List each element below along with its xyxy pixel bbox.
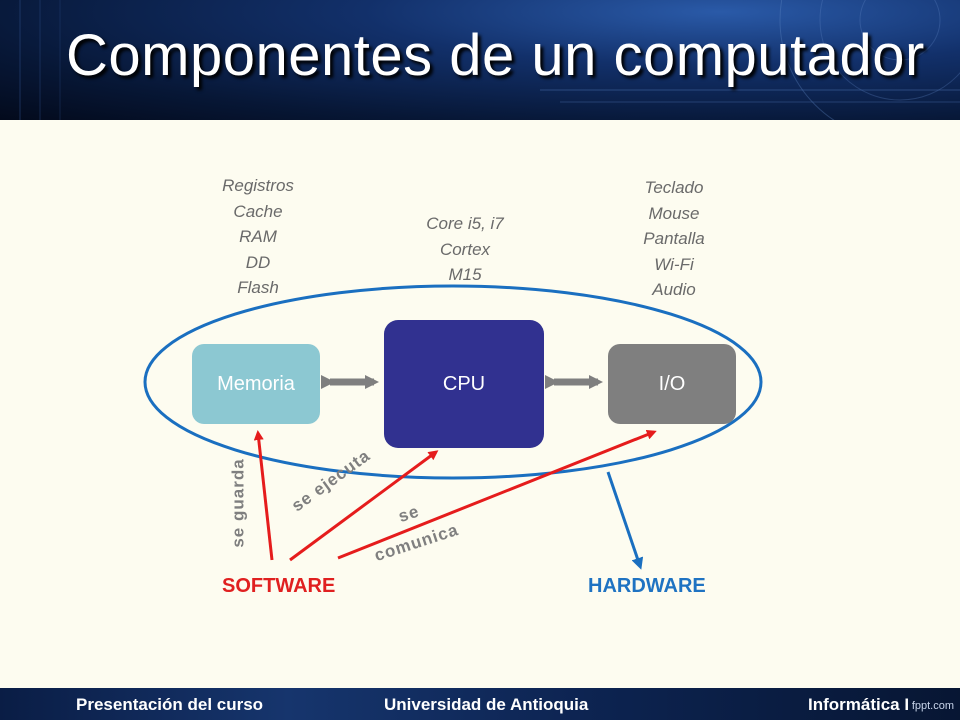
io-note-item: Mouse <box>648 203 700 223</box>
memoria-note-item: Registros <box>222 176 294 195</box>
arrow-se-comunica <box>337 429 657 560</box>
footer-center: Universidad de Antioquia <box>384 695 589 714</box>
slide-footer: Presentación del curso Universidad de An… <box>0 688 960 720</box>
se-guarda-label: se guarda <box>228 458 248 548</box>
slide-header: Componentes de un computador <box>0 0 960 120</box>
cpu-note-item: M15 <box>448 265 482 284</box>
memoria-note-item: Flash <box>237 278 279 297</box>
watermark: fppt.com <box>911 700 954 712</box>
arrow-se-ejecuta <box>289 450 439 562</box>
cpu-box-label: CPU <box>442 372 486 395</box>
memoria-box-label: Memoria <box>217 372 295 395</box>
io-box-label: I/O <box>658 372 686 395</box>
io-notes: Teclado Mouse Pantalla Wi-Fi Audio <box>614 175 734 303</box>
header-decoration <box>19 0 960 120</box>
cpu-note-item: Cortex <box>439 239 491 259</box>
cpu-notes: Core i5, i7 Cortex M15 <box>400 211 530 288</box>
memoria-note-item: DD <box>245 252 271 272</box>
arrow-hardware <box>606 471 644 570</box>
cpu-box: CPU <box>384 320 544 448</box>
io-note-item: Wi-Fi <box>654 254 694 274</box>
memoria-note-item: RAM <box>239 227 277 246</box>
hardware-ellipse <box>143 284 763 480</box>
io-note-item: Teclado <box>644 178 704 197</box>
cpu-note-item: Core i5, i7 <box>426 214 504 233</box>
footer-left: Presentación del curso <box>76 695 264 714</box>
footer-right: Informática I <box>808 695 910 714</box>
arrow-se-guarda <box>253 430 274 561</box>
hardware-label: HARDWARE <box>588 575 706 597</box>
memoria-notes: Registros Cache RAM DD Flash <box>198 173 318 301</box>
slide-title: Componentes de un computador <box>66 23 925 88</box>
io-note-item: Pantalla <box>643 229 705 248</box>
io-box: I/O <box>608 344 736 424</box>
io-note-item: Audio <box>652 280 696 299</box>
memoria-box: Memoria <box>192 344 320 424</box>
memoria-note-item: Cache <box>233 201 283 221</box>
software-label: SOFTWARE <box>222 575 336 597</box>
